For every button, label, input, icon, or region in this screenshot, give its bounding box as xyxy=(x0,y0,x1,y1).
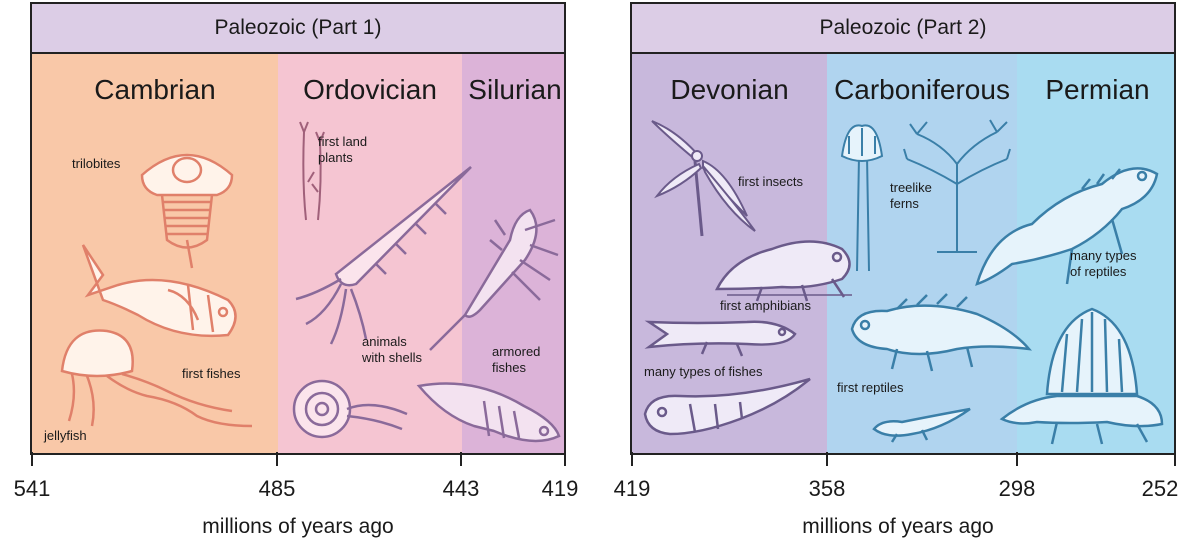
panel2-title: Paleozoic (Part 2) xyxy=(632,4,1174,54)
tree-fern-illustration xyxy=(837,116,887,276)
panel2-axis-title: millions of years ago xyxy=(802,515,993,539)
period-ordovician-name: Ordovician xyxy=(278,74,462,106)
period-carboniferous-name: Carboniferous xyxy=(827,74,1017,106)
label-animals-with-shells: animals with shells xyxy=(362,334,422,366)
panel2-tickmark-2 xyxy=(1016,452,1018,466)
period-permian-name: Permian xyxy=(1017,74,1176,106)
label-armored-fishes: armored fishes xyxy=(492,344,540,376)
panel1-tickmark-0 xyxy=(31,452,33,466)
label-trilobites: trilobites xyxy=(72,156,120,172)
period-devonian-name: Devonian xyxy=(632,74,827,106)
period-silurian-name: Silurian xyxy=(462,74,566,106)
panel1-tickmark-1 xyxy=(276,452,278,466)
panel1-tick-label: 541 xyxy=(14,476,51,502)
label-first-reptiles: first reptiles xyxy=(837,380,903,396)
panel2-tickmark-3 xyxy=(1174,452,1176,466)
panel1-axis-title: millions of years ago xyxy=(202,515,393,539)
panel2-tickmark-0 xyxy=(631,452,633,466)
paleozoic-part2-panel: Paleozoic (Part 2) Devonian Carboniferou… xyxy=(630,2,1176,455)
devonian-fish-illustration xyxy=(640,374,815,444)
label-first-insects: first insects xyxy=(738,174,803,190)
panel2-tickmark-1 xyxy=(826,452,828,466)
armored-fish-illustration xyxy=(414,376,564,451)
panel2-tick-label: 419 xyxy=(614,476,651,502)
amphibian-illustration xyxy=(712,229,857,304)
label-treelike-ferns: treelike ferns xyxy=(890,180,932,212)
panel1-title: Paleozoic (Part 1) xyxy=(32,4,564,54)
period-cambrian-name: Cambrian xyxy=(32,74,278,106)
panel1-tickmark-3 xyxy=(564,452,566,466)
sea-scorpion-illustration xyxy=(420,200,560,360)
panel2-tick-label: 358 xyxy=(809,476,846,502)
paleozoic-part1-panel: Paleozoic (Part 1) Cambrian Ordovician S… xyxy=(30,2,566,455)
dimetrodon-illustration xyxy=(997,304,1167,449)
panel2-tick-label: 252 xyxy=(1142,476,1179,502)
small-lizard-illustration xyxy=(872,404,972,444)
lobe-fin-fish-illustration xyxy=(647,312,797,357)
panel2-tick-label: 298 xyxy=(999,476,1036,502)
label-jellyfish: jellyfish xyxy=(44,428,87,444)
panel1-tick-label: 485 xyxy=(259,476,296,502)
panel1-tick-label: 443 xyxy=(443,476,480,502)
ammonite-illustration xyxy=(292,374,412,444)
label-many-types-of-reptiles: many types of reptiles xyxy=(1070,248,1136,280)
label-first-land-plants: first land plants xyxy=(318,134,367,166)
panel1-tick-label: 419 xyxy=(542,476,579,502)
jellyfish-illustration xyxy=(57,326,257,436)
panel1-tickmark-2 xyxy=(460,452,462,466)
